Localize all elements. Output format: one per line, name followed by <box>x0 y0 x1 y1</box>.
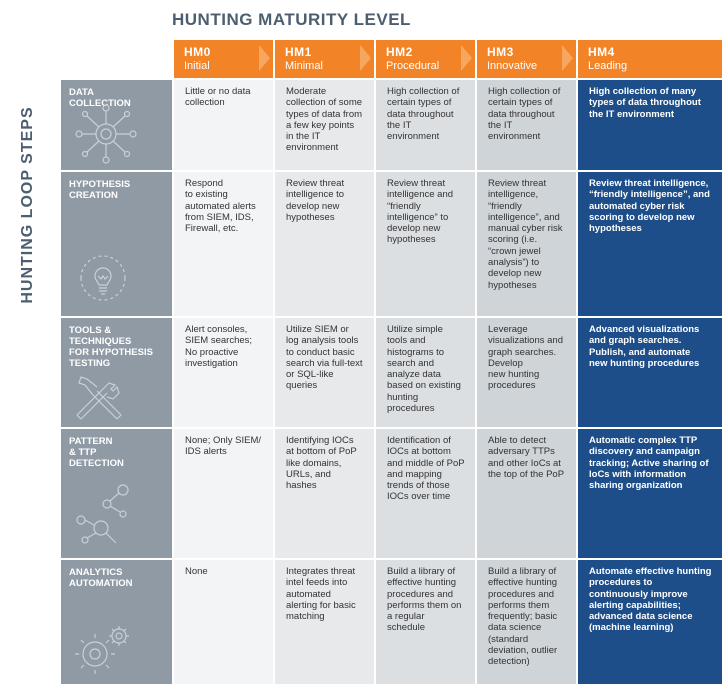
level-code: HM4 <box>588 45 615 59</box>
chevron-right-icon <box>461 45 472 71</box>
cell-hm3-hypothesis: Review threat intelligence, “friendly in… <box>477 172 576 316</box>
level-name: Minimal <box>285 60 323 72</box>
step-label: ANALYTICS AUTOMATION <box>69 567 133 589</box>
cell-hm1-tools: Utilize SIEM or log analysis tools to co… <box>275 318 374 427</box>
side-label-text: HUNTING LOOP STEPS <box>19 106 36 304</box>
level-name: Innovative <box>487 60 538 72</box>
cell-hm2-pattern: Identification of IOCs at bottom and mid… <box>376 429 475 558</box>
tools-icon <box>76 376 122 420</box>
data-collection-icon <box>75 104 137 164</box>
level-code: HM2 <box>386 45 413 59</box>
pattern-search-icon <box>76 484 129 544</box>
step-pattern-ttp: PATTERN & TTP DETECTION <box>61 429 172 558</box>
page-title: HUNTING MATURITY LEVEL <box>172 10 411 29</box>
cell-hm0-hypothesis: Respond to existing automated alerts fro… <box>174 172 273 316</box>
cell-hm0-data-collection: Little or no data collection <box>174 80 273 170</box>
cell-hm4-hypothesis: Review threat intelligence, “friendly in… <box>578 172 722 316</box>
cell-hm0-tools: Alert consoles, SIEM searches; No proact… <box>174 318 273 427</box>
corner-blank <box>61 40 172 78</box>
cell-hm4-analytics: Automate effective hunting procedures to… <box>578 560 722 684</box>
cell-hm3-analytics: Build a library of effective hunting pro… <box>477 560 576 684</box>
level-code: HM3 <box>487 45 514 59</box>
level-name: Initial <box>184 60 210 72</box>
cell-hm0-analytics: None <box>174 560 273 684</box>
cell-hm4-pattern: Automatic complex TTP discovery and camp… <box>578 429 722 558</box>
cell-hm0-pattern: None; Only SIEM/ IDS alerts <box>174 429 273 558</box>
cell-hm1-hypothesis: Review threat intelligence to develop ne… <box>275 172 374 316</box>
level-name: Leading <box>588 60 628 72</box>
cell-hm3-pattern: Able to detect adversary TTPs and other … <box>477 429 576 558</box>
level-code: HM0 <box>184 45 211 59</box>
step-label: DATA COLLECTION <box>69 87 131 109</box>
step-hypothesis-creation: HYPOTHESIS CREATION <box>61 172 172 316</box>
lightbulb-icon <box>80 255 126 301</box>
level-code: HM1 <box>285 45 312 59</box>
gears-icon <box>75 626 129 674</box>
side-label: HUNTING LOOP STEPS <box>14 95 42 315</box>
cell-hm4-tools: Advanced visualizations and graph search… <box>578 318 722 427</box>
step-analytics-automation: ANALYTICS AUTOMATION <box>61 560 172 684</box>
cell-hm1-pattern: Identifying IOCs at bottom of PoP like d… <box>275 429 374 558</box>
cell-hm2-hypothesis: Review threat intelligence and “friendly… <box>376 172 475 316</box>
chevron-right-icon <box>259 45 270 71</box>
level-name: Procedural <box>386 60 440 72</box>
step-label: HYPOTHESIS CREATION <box>69 179 131 201</box>
cell-hm3-data-collection: High collection of certain types of data… <box>477 80 576 170</box>
cell-hm4-data-collection: High collection of many types of data th… <box>578 80 722 170</box>
cell-hm3-tools: Leverage visualizations and graph search… <box>477 318 576 427</box>
step-label: PATTERN & TTP DETECTION <box>69 436 124 469</box>
cell-hm2-tools: Utilize simple tools and histograms to s… <box>376 318 475 427</box>
chevron-right-icon <box>562 45 573 71</box>
step-data-collection: DATA COLLECTION <box>61 80 172 170</box>
step-tools-techniques: TOOLS & TECHNIQUES FOR HYPOTHESIS TESTIN… <box>61 318 172 427</box>
cell-hm2-analytics: Build a library of effective hunting pro… <box>376 560 475 684</box>
cell-hm2-data-collection: High collection of certain types of data… <box>376 80 475 170</box>
step-label: TOOLS & TECHNIQUES FOR HYPOTHESIS TESTIN… <box>69 325 153 369</box>
cell-hm1-data-collection: Moderate collection of some types of dat… <box>275 80 374 170</box>
cell-hm1-analytics: Integrates threat intel feeds into autom… <box>275 560 374 684</box>
chevron-right-icon <box>360 45 371 71</box>
